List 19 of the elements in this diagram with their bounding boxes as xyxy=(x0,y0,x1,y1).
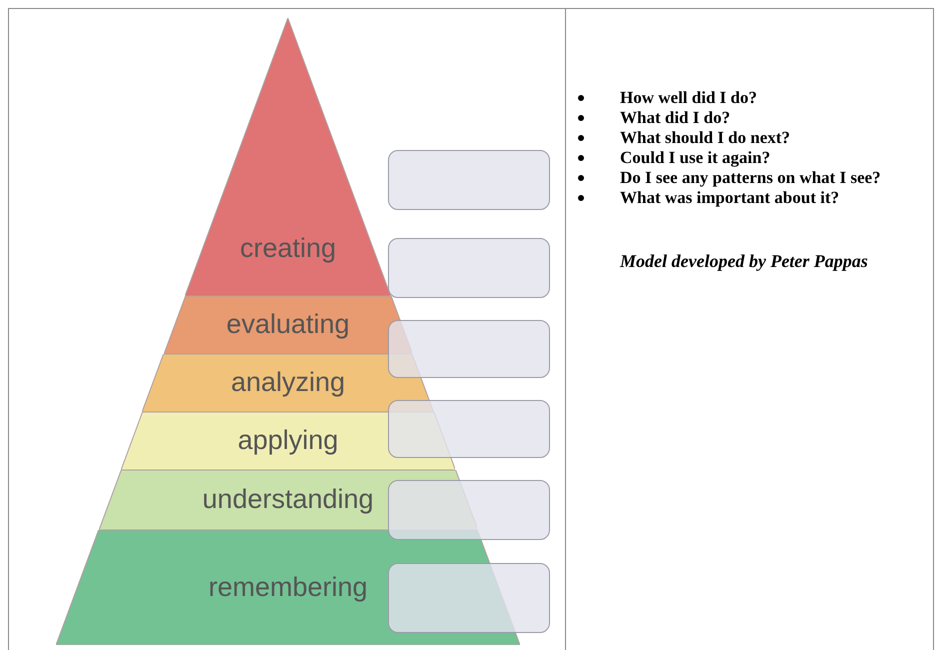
layer-label: understanding xyxy=(202,484,374,515)
layer-label: analyzing xyxy=(230,367,346,398)
blank-box xyxy=(388,563,550,633)
blank-box xyxy=(388,400,550,458)
blank-box xyxy=(388,480,550,540)
note-text: Model developed by Peter Pappas xyxy=(620,250,869,273)
layer-label: evaluating xyxy=(226,309,350,340)
blank-box xyxy=(388,320,550,378)
blank-box xyxy=(388,238,550,298)
list-item: Could I use it again? xyxy=(620,148,922,168)
list-item: Do I see any patterns on what I see? xyxy=(620,168,922,188)
list-item: What was important about it? xyxy=(620,188,922,208)
list-item: What did I do? xyxy=(620,108,922,128)
layer-label: creating xyxy=(240,233,336,264)
layer-label: applying xyxy=(238,425,338,456)
list-item: How well did I do? xyxy=(620,88,922,108)
list-item: What should I do next? xyxy=(620,128,922,148)
layer-label: remembering xyxy=(208,572,368,602)
blank-box xyxy=(388,150,550,210)
